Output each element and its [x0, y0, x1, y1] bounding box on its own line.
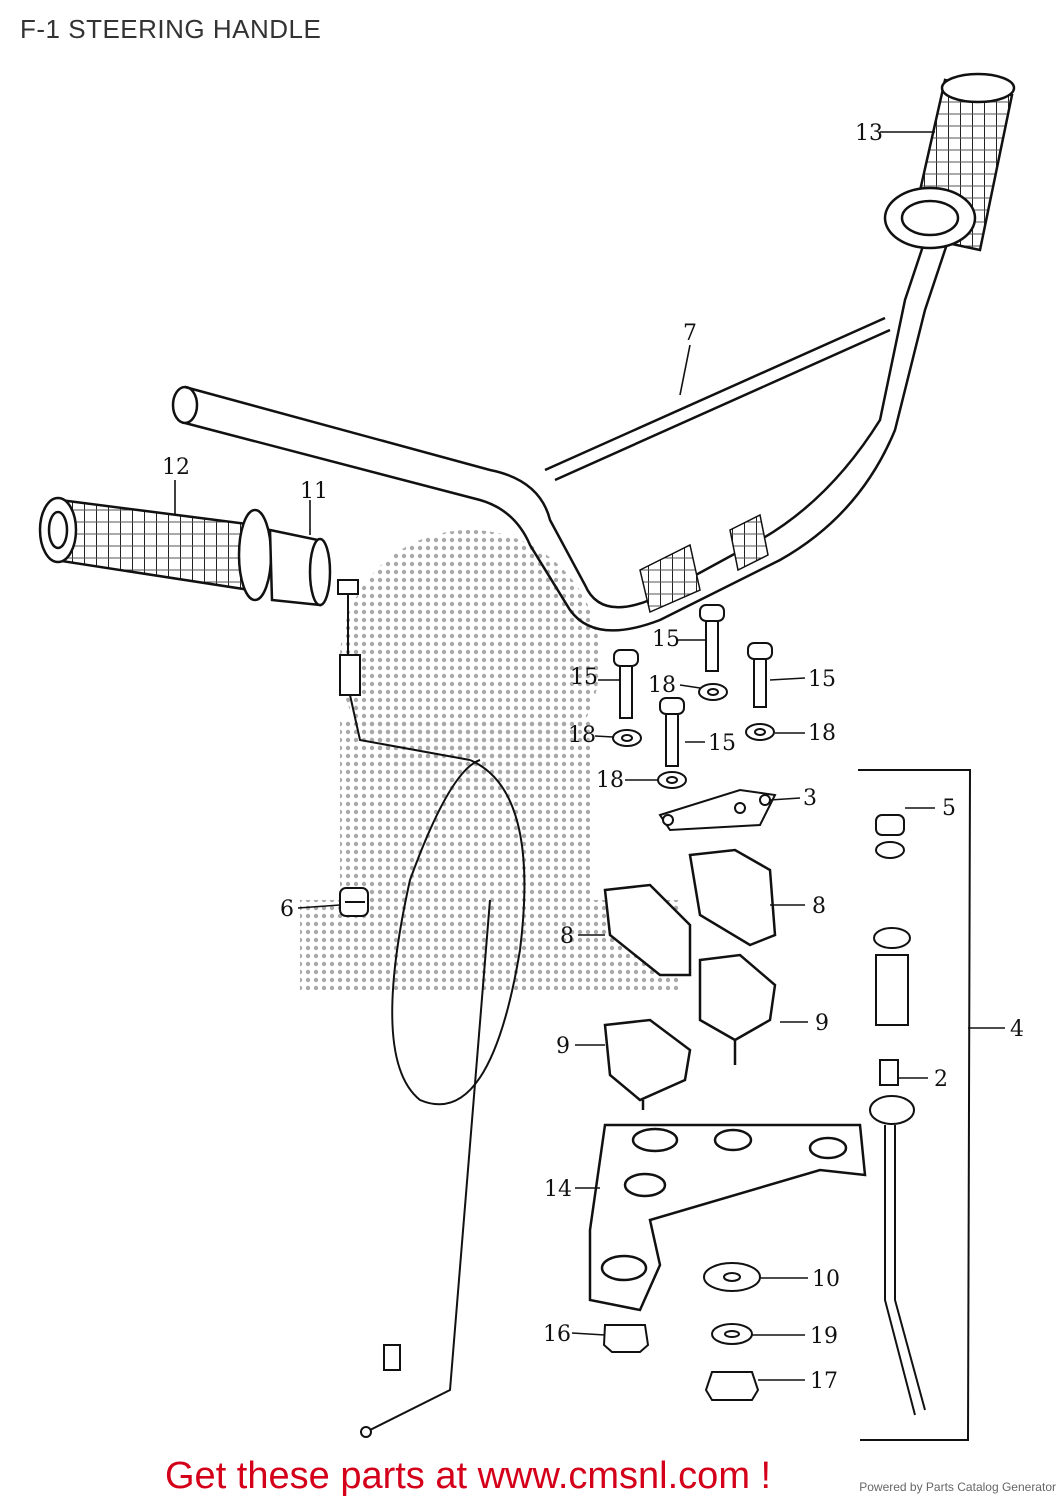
powered-by-text: Powered by Parts Catalog Generator — [859, 1480, 1056, 1494]
callout-4: 4 — [1010, 1017, 1024, 1042]
small-parts — [602, 1262, 761, 1401]
left-grip — [38, 496, 273, 602]
callout-19: 19 — [810, 1324, 838, 1349]
callout-18-d: 18 — [596, 768, 624, 793]
callout-15-b: 15 — [570, 665, 598, 690]
callout-15-a: 15 — [652, 627, 680, 652]
upper-holders — [603, 848, 777, 977]
callout-17: 17 — [810, 1369, 838, 1394]
callout-10: 10 — [812, 1267, 840, 1292]
throttle-cable — [337, 579, 526, 1438]
callout-14: 14 — [544, 1177, 572, 1202]
callout-12: 12 — [162, 455, 190, 480]
callout-16: 16 — [543, 1322, 571, 1347]
get-parts-link[interactable]: Get these parts at www.cmsnl.com ! — [165, 1455, 772, 1497]
page-title: F-1 STEERING HANDLE — [20, 14, 322, 44]
callout-15-c: 15 — [808, 667, 836, 692]
callout-18-b: 18 — [808, 721, 836, 746]
washers — [612, 683, 775, 789]
callout-9-a: 9 — [815, 1011, 829, 1036]
callout-8-b: 8 — [560, 924, 574, 949]
cable-clamp — [339, 887, 369, 917]
callout-18-a: 18 — [648, 673, 676, 698]
callout-3: 3 — [803, 786, 817, 811]
tacho-cable-assembly — [858, 769, 972, 1441]
callout-13: 13 — [855, 121, 883, 146]
right-grip — [883, 72, 1016, 252]
top-bridge — [588, 1123, 867, 1312]
leader-lines — [174, 131, 1005, 1381]
callout-7: 7 — [683, 321, 697, 346]
lock-plate — [658, 788, 777, 832]
callout-15-d: 15 — [708, 731, 736, 756]
callout-2: 2 — [934, 1067, 948, 1092]
callout-9-b: 9 — [556, 1034, 570, 1059]
handlebar — [171, 209, 957, 632]
lower-holders — [603, 953, 777, 1110]
callout-8-a: 8 — [812, 894, 826, 919]
throttle-tube — [268, 528, 332, 607]
callout-18-c: 18 — [568, 723, 596, 748]
callout-6: 6 — [280, 897, 294, 922]
bolts — [613, 604, 773, 767]
callout-11: 11 — [300, 479, 328, 504]
callout-labels: 13 7 12 11 15 15 18 15 18 18 15 18 3 5 6… — [162, 121, 1024, 1394]
callout-5: 5 — [942, 796, 956, 821]
